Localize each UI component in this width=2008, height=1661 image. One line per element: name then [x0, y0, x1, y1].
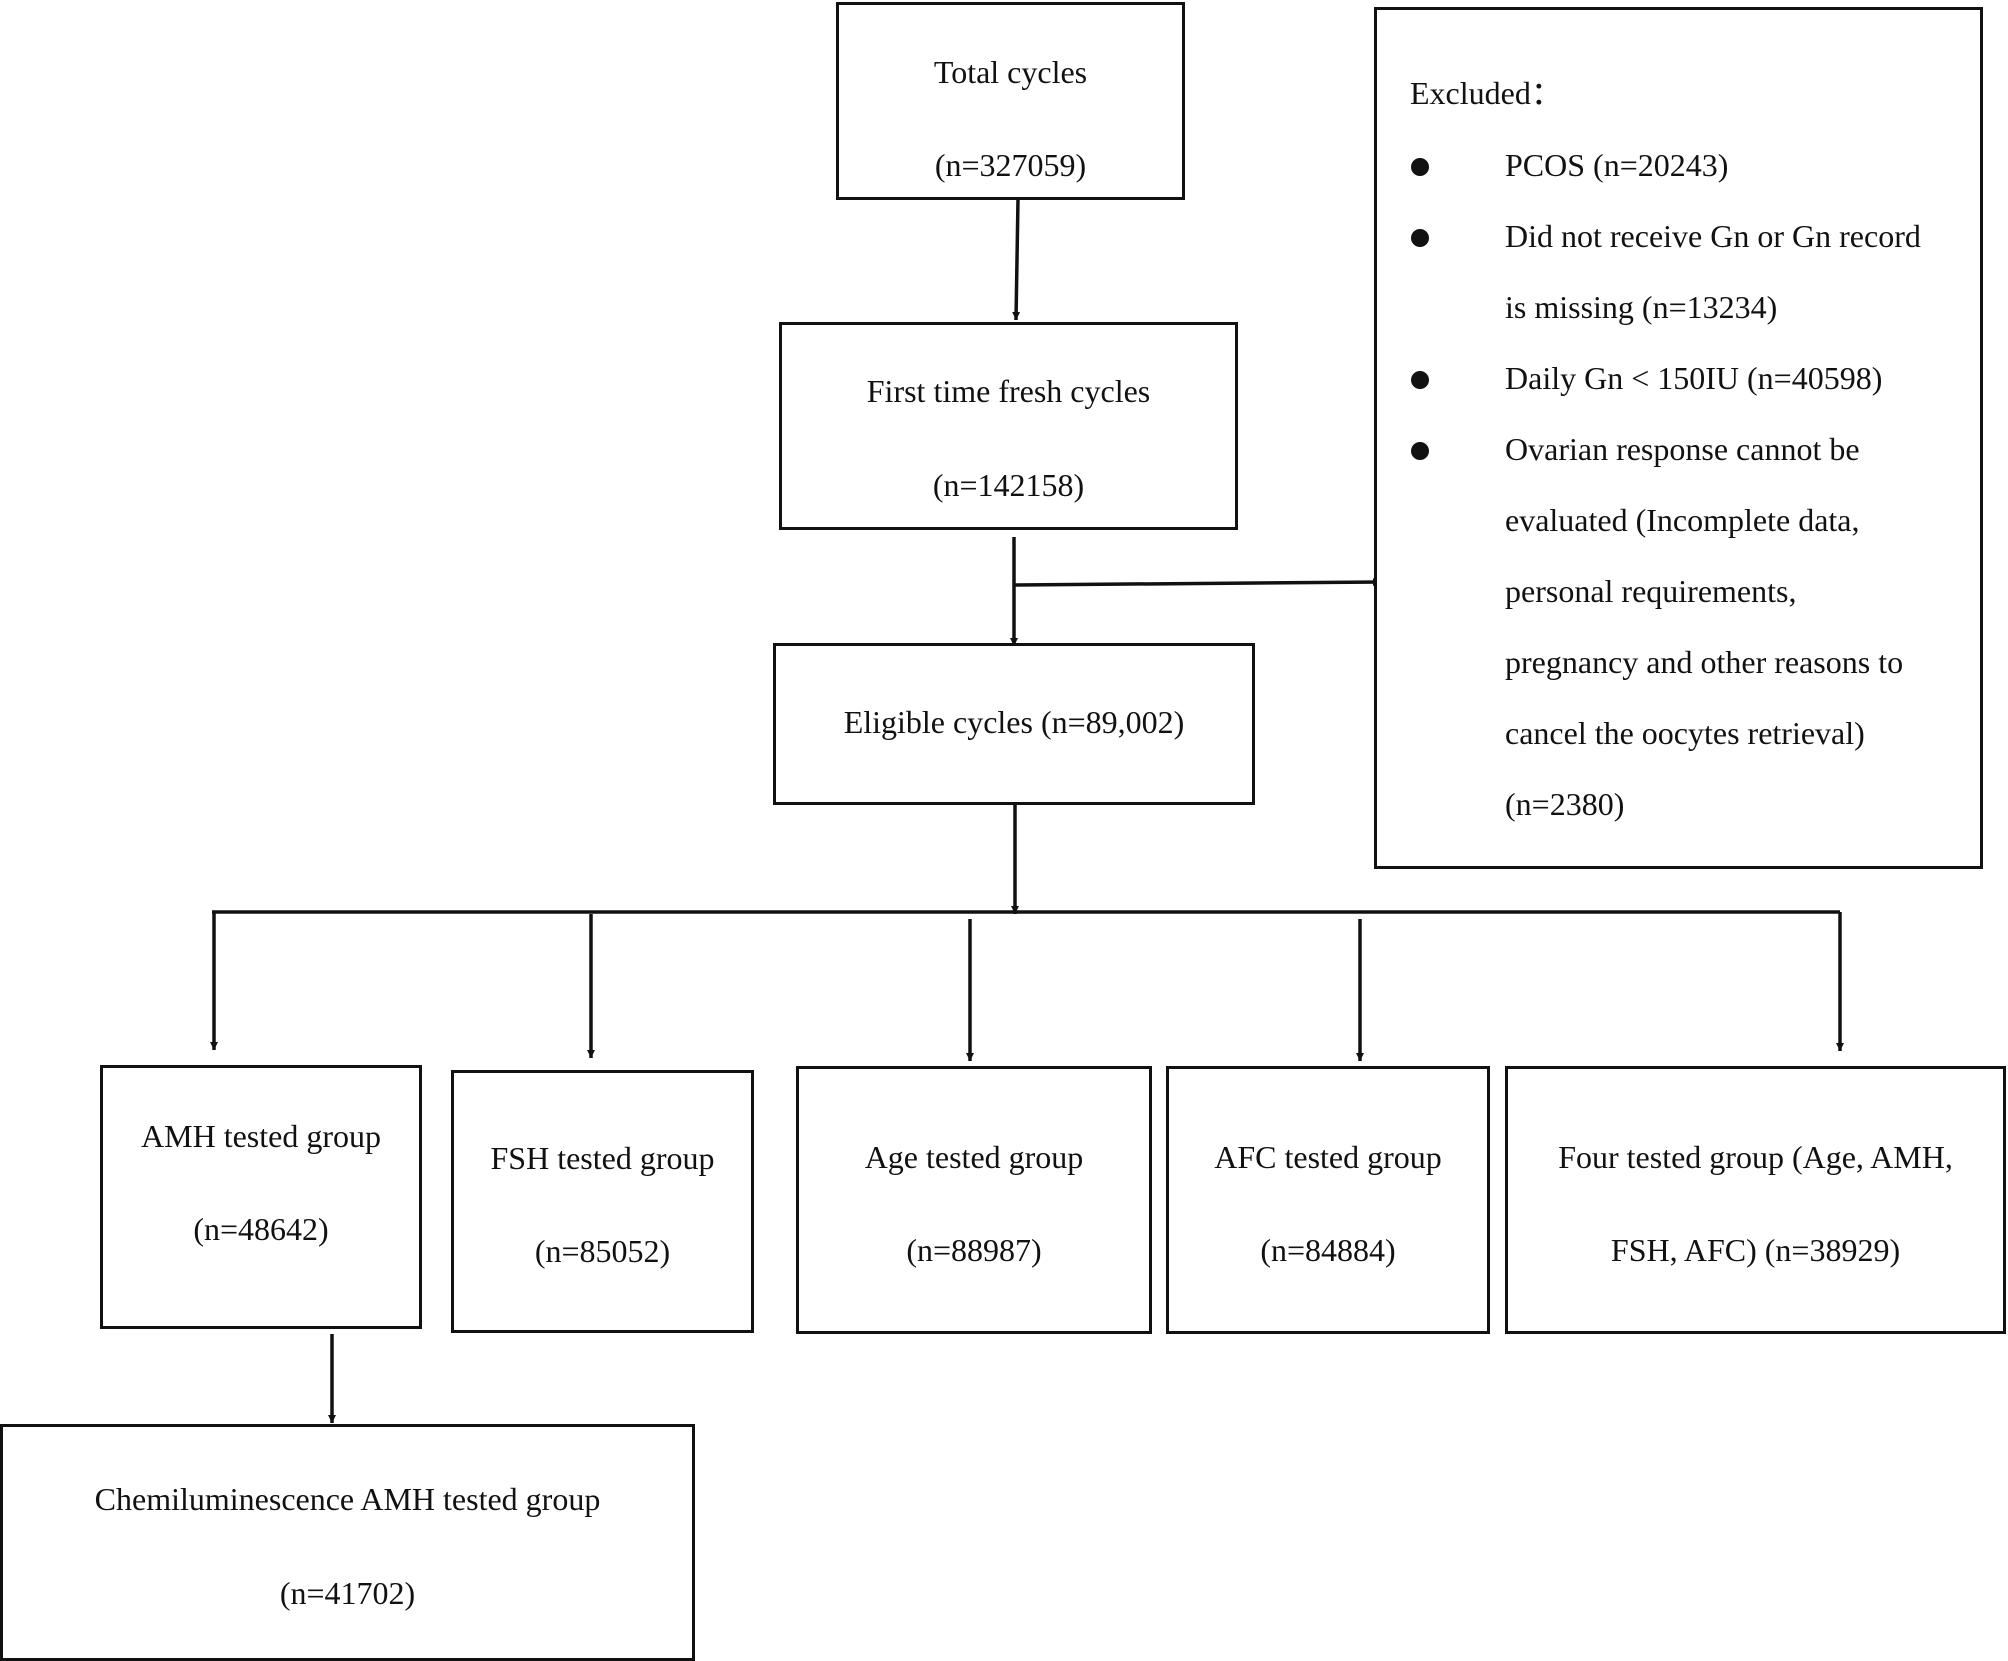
- afc-group-label: AFC tested group: [1214, 1139, 1442, 1175]
- excluded-item-daily-gn: Daily Gn < 150IU (n=40598): [1505, 360, 1883, 396]
- four-group-label: Four tested group (Age, AMH,: [1558, 1139, 1953, 1175]
- bullet-icon: [1411, 371, 1429, 389]
- afc-group-count: (n=84884): [1260, 1232, 1396, 1268]
- chemi-amh-label: Chemiluminescence AMH tested group: [94, 1481, 601, 1517]
- fsh-group-count: (n=85052): [534, 1233, 671, 1269]
- fsh-group-box: FSH tested group (n=85052): [451, 1070, 754, 1333]
- fsh-group-label: FSH tested group: [490, 1140, 715, 1176]
- excluded-item-gn-missing-line2: is missing (n=13234): [1505, 289, 1778, 325]
- excluded-item-pcos: PCOS (n=20243): [1505, 147, 1729, 183]
- bullet-icon: [1411, 442, 1429, 460]
- age-group-count: (n=88987): [906, 1232, 1042, 1268]
- total-cycles-count: (n=327059): [934, 147, 1087, 183]
- excluded-item-ovarian-line1: Ovarian response cannot be: [1505, 431, 1860, 467]
- bullet-icon: [1411, 229, 1429, 247]
- excluded-item-ovarian-line2: evaluated (Incomplete data,: [1505, 502, 1860, 538]
- eligible-box: Eligible cycles (n=89,002): [773, 643, 1255, 805]
- excluded-item-ovarian-line5: cancel the oocytes retrieval): [1505, 715, 1865, 751]
- excluded-title: Excluded：: [1410, 75, 1563, 111]
- eligible-label: Eligible cycles (n=89,002): [843, 704, 1185, 740]
- first-fresh-count: (n=142158): [932, 467, 1085, 503]
- four-group-box: Four tested group (Age, AMH, FSH, AFC) (…: [1505, 1066, 2006, 1334]
- excluded-item-ovarian-line3: personal requirements,: [1505, 573, 1797, 609]
- excluded-item-gn-missing-line1: Did not receive Gn or Gn record: [1505, 218, 1921, 254]
- total-cycles-box: Total cycles (n=327059): [836, 2, 1185, 200]
- afc-group-box: AFC tested group (n=84884): [1166, 1066, 1490, 1334]
- arrow-to-excluded: [1013, 578, 1382, 587]
- arrow-total-to-first: [1012, 198, 1021, 321]
- first-fresh-label: First time fresh cycles: [866, 373, 1151, 409]
- bullet-icon: [1411, 158, 1429, 176]
- excluded-item-ovarian-line4: pregnancy and other reasons to: [1505, 644, 1904, 680]
- excluded-box: Excluded： PCOS (n=20243) Did not receive…: [1374, 7, 1983, 869]
- excluded-item-ovarian-line6: (n=2380): [1505, 786, 1625, 822]
- age-group-box: Age tested group (n=88987): [796, 1066, 1152, 1334]
- age-group-label: Age tested group: [864, 1139, 1084, 1175]
- amh-group-label: AMH tested group: [141, 1118, 381, 1154]
- amh-group-box: AMH tested group (n=48642): [100, 1065, 422, 1329]
- chemi-amh-count: (n=41702): [279, 1575, 416, 1611]
- four-group-count: FSH, AFC) (n=38929): [1610, 1232, 1901, 1268]
- amh-group-count: (n=48642): [193, 1211, 329, 1247]
- first-fresh-box: First time fresh cycles (n=142158): [779, 322, 1238, 530]
- chemi-amh-box: Chemiluminescence AMH tested group (n=41…: [0, 1424, 695, 1661]
- total-cycles-label: Total cycles: [933, 54, 1088, 90]
